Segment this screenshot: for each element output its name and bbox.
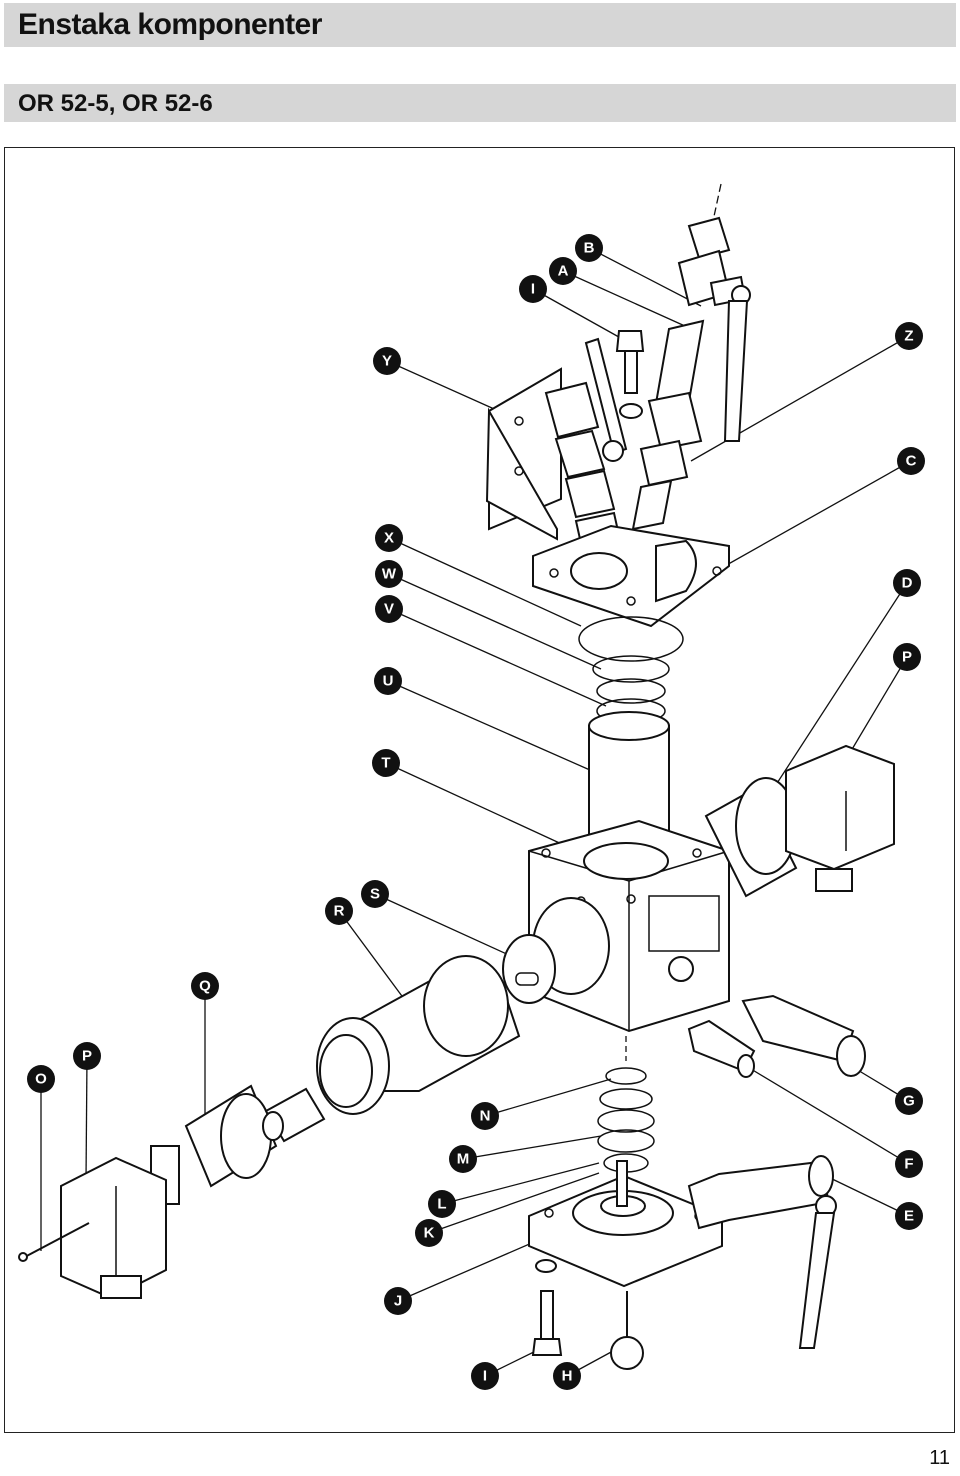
callout-i-bottom: I — [471, 1362, 499, 1390]
right-sensor-arm — [704, 744, 895, 898]
callout-j: J — [384, 1287, 412, 1315]
callout-m: M — [449, 1145, 477, 1173]
callout-c: C — [897, 447, 925, 475]
coil-housing-left — [18, 1156, 167, 1300]
top-flange — [532, 524, 730, 628]
svg-text:F: F — [904, 1156, 913, 1173]
callout-i-top: I — [519, 275, 547, 303]
left-sensor-arm — [316, 897, 610, 1115]
svg-text:K: K — [424, 1225, 435, 1242]
svg-text:P: P — [82, 1048, 92, 1065]
callout-o: O — [27, 1065, 55, 1093]
svg-text:N: N — [480, 1108, 491, 1125]
svg-text:E: E — [904, 1208, 914, 1225]
o-rings-upper — [578, 616, 684, 724]
left-ball-valve — [544, 337, 628, 559]
right-probes — [687, 994, 866, 1078]
float-tube — [588, 711, 670, 847]
callout-q: Q — [191, 972, 219, 1000]
svg-text:A: A — [558, 263, 569, 280]
svg-text:T: T — [381, 755, 390, 772]
svg-text:V: V — [384, 601, 394, 618]
svg-text:R: R — [334, 903, 345, 920]
svg-text:P: P — [902, 649, 912, 666]
callout-u: U — [374, 667, 402, 695]
svg-text:Z: Z — [904, 328, 913, 345]
callout-s: S — [361, 880, 389, 908]
section-title: OR 52-5, OR 52-6 — [18, 90, 213, 117]
svg-text:O: O — [35, 1071, 47, 1088]
plug-connector — [150, 1084, 326, 1205]
callout-h: H — [553, 1362, 581, 1390]
svg-text:I: I — [483, 1368, 487, 1385]
callout-y: Y — [373, 347, 401, 375]
svg-text:B: B — [584, 240, 595, 257]
svg-text:M: M — [457, 1151, 470, 1168]
drain-ball — [610, 1291, 644, 1370]
callout-d: D — [893, 569, 921, 597]
callout-l: L — [428, 1190, 456, 1218]
svg-text:J: J — [394, 1293, 402, 1310]
svg-text:U: U — [383, 673, 394, 690]
callout-w: W — [375, 560, 403, 588]
callout-b: B — [575, 234, 603, 262]
callout-p-right: P — [893, 643, 921, 671]
callout-f: F — [895, 1150, 923, 1178]
svg-text:Q: Q — [199, 978, 211, 995]
svg-text:Y: Y — [382, 353, 392, 370]
callout-g: G — [895, 1087, 923, 1115]
callout-k: K — [415, 1219, 443, 1247]
callout-a: A — [549, 257, 577, 285]
callout-labels: A B I Y Z C X W V D P U T S R Q O P N G — [27, 234, 925, 1390]
bottom-flange — [528, 1160, 723, 1288]
callout-p-left: P — [73, 1042, 101, 1070]
top-ball-valve — [631, 183, 751, 531]
page-title: Enstaka komponenter — [18, 8, 322, 41]
top-bolt — [615, 330, 645, 419]
callout-r: R — [325, 897, 353, 925]
svg-text:I: I — [531, 281, 535, 298]
callout-x: X — [375, 524, 403, 552]
callout-v: V — [375, 595, 403, 623]
svg-text:W: W — [382, 566, 397, 583]
svg-text:C: C — [906, 453, 917, 470]
svg-text:X: X — [384, 530, 394, 547]
exploded-view-figure: A B I Y Z C X W V D P U T S R Q O P N G — [4, 147, 955, 1433]
svg-text:G: G — [903, 1093, 915, 1110]
page-title-bar: Enstaka komponenter — [4, 3, 956, 47]
mounting-bracket — [485, 367, 562, 541]
svg-text:H: H — [562, 1368, 573, 1385]
o-rings-lower — [597, 1036, 655, 1173]
section-title-bar: OR 52-5, OR 52-6 — [4, 84, 956, 122]
bottom-bolt — [531, 1259, 563, 1356]
callout-e: E — [895, 1202, 923, 1230]
callout-z: Z — [895, 322, 923, 350]
callout-n: N — [471, 1102, 499, 1130]
svg-text:S: S — [370, 886, 380, 903]
callout-t: T — [372, 749, 400, 777]
svg-text:L: L — [437, 1196, 446, 1213]
page-number: 11 — [929, 1447, 950, 1469]
svg-text:D: D — [902, 575, 913, 592]
bottom-ball-valve — [687, 1155, 837, 1349]
exploded-view-drawing: A B I Y Z C X W V D P U T S R Q O P N G — [18, 183, 925, 1390]
leader-lines — [40, 247, 912, 1377]
